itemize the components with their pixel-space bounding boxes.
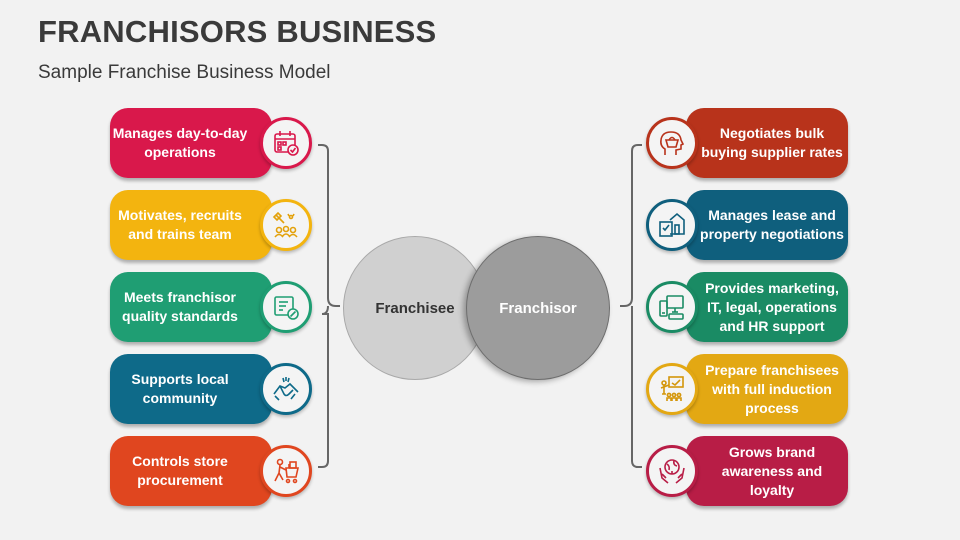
right-card-label: Negotiates bulk buying supplier rates — [701, 125, 843, 160]
right-bracket — [620, 144, 642, 468]
left-card-community: Supports local community — [110, 354, 272, 424]
left-card-operations: Manages day-to-day operations — [110, 108, 272, 178]
franchisee-label: Franchisee — [375, 299, 455, 317]
left-card-label: Controls store procurement — [132, 453, 228, 488]
right-card-induction: Prepare franchisees with full induction … — [686, 354, 848, 424]
left-card-quality: Meets franchisor quality standards — [110, 272, 272, 342]
right-card-support: Provides marketing, IT, legal, operation… — [686, 272, 848, 342]
quality-checklist-icon — [260, 281, 312, 333]
left-card-team: Motivates, recruits and trains team — [110, 190, 272, 260]
left-card-label: Supports local community — [131, 371, 229, 406]
calendar-icon — [260, 117, 312, 169]
training-presentation-icon — [646, 363, 698, 415]
franchisee-circle: Franchisee — [343, 236, 487, 380]
left-card-label: Motivates, recruits and trains team — [118, 207, 242, 242]
team-training-icon — [260, 199, 312, 251]
shopping-trolley-icon — [260, 445, 312, 497]
page-title: FRANCHISORS BUSINESS — [38, 14, 437, 49]
franchisor-circle: Franchisor — [466, 236, 610, 380]
page-subtitle: Sample Franchise Business Model — [38, 62, 331, 83]
left-card-label: Manages day-to-day operations — [112, 125, 248, 160]
right-card-buying: Negotiates bulk buying supplier rates — [686, 108, 848, 178]
left-bracket — [318, 144, 340, 468]
right-card-label: Provides marketing, IT, legal, operation… — [705, 279, 839, 334]
left-card-procurement: Controls store procurement — [110, 436, 272, 506]
right-card-lease: Manages lease and property negotiations — [686, 190, 848, 260]
left-card-label: Meets franchisor quality standards — [122, 289, 238, 324]
right-card-label: Manages lease and property negotiations — [700, 207, 844, 242]
handshake-icon — [260, 363, 312, 415]
head-basket-icon — [646, 117, 698, 169]
property-icon — [646, 199, 698, 251]
globe-hands-icon — [646, 445, 698, 497]
right-card-label: Prepare franchisees with full induction … — [705, 361, 839, 416]
support-devices-icon — [646, 281, 698, 333]
right-card-brand: Grows brand awareness and loyalty — [686, 436, 848, 506]
right-card-label: Grows brand awareness and loyalty — [721, 443, 823, 498]
franchisor-label: Franchisor — [499, 299, 577, 317]
